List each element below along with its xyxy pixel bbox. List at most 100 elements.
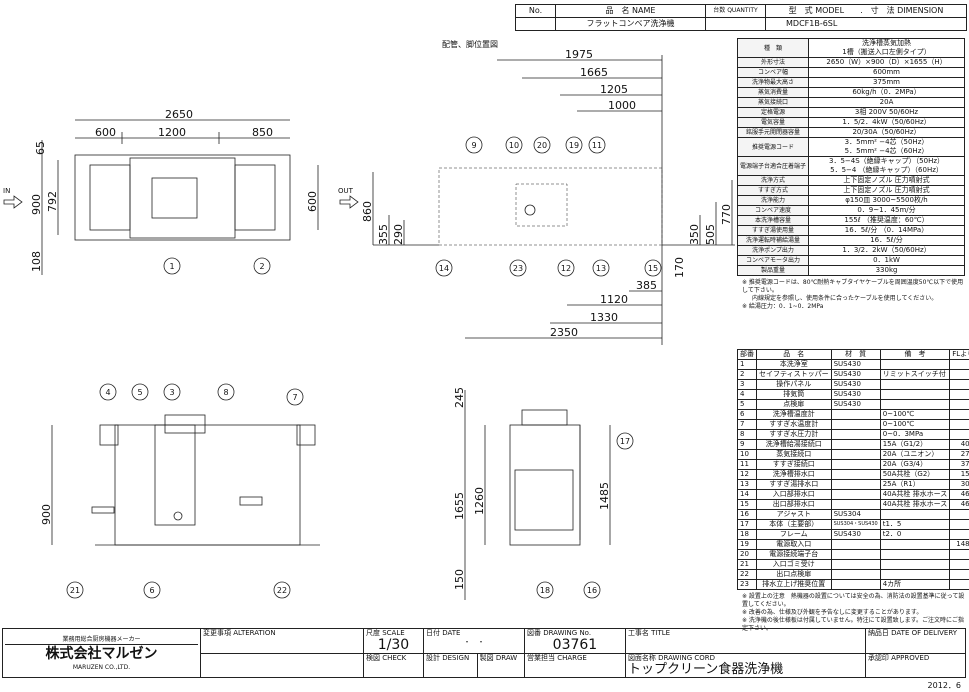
drawing-name: トップクリーン食器洗浄機 xyxy=(627,662,784,677)
spec-key: 洗浄ポンプ出力 xyxy=(736,245,810,256)
part-fl-height: 300 xyxy=(949,479,969,490)
part-material xyxy=(830,439,881,450)
spec-key: 洗浄運転時補給湯量 xyxy=(736,235,810,246)
dim-text: 1655 xyxy=(453,492,466,520)
part-material: SUS430 xyxy=(830,379,881,390)
spec-key: コンベア速度 xyxy=(736,205,810,216)
part-no: 23 xyxy=(737,579,757,590)
part-remark: 25A（R1） xyxy=(879,479,951,490)
side-view: 245 1655 1260 150 1485 xyxy=(453,387,611,600)
parts-table: 部番品 名材 質備 考FLより1本洗浄室SUS4302セイフティストッパーSUS… xyxy=(737,349,969,590)
spec-key: 蒸気接続口 xyxy=(736,97,810,108)
spec-key: 電気容量 xyxy=(736,117,810,128)
part-no: 20 xyxy=(737,549,757,560)
dim-text: 150 xyxy=(453,569,466,590)
spec-value: 1．3/2．2kW（50/60Hz） xyxy=(808,245,965,256)
part-remark xyxy=(879,559,951,570)
bubble-circle xyxy=(644,259,662,277)
part-remark: 4カ所 xyxy=(879,579,951,590)
spec-key: 本洗浄槽容量 xyxy=(736,215,810,226)
parts-header: 備 考 xyxy=(879,349,951,360)
part-fl-height xyxy=(949,579,969,590)
part-material: SUS304・SUS430 xyxy=(830,519,881,530)
part-no: 13 xyxy=(737,479,757,490)
part-name: 洗浄槽排水口 xyxy=(756,469,832,480)
part-fl-height xyxy=(949,559,969,570)
part-fl-height: 460 xyxy=(949,489,969,500)
part-no: 5 xyxy=(737,399,757,410)
model-label: 型 式 MODEL . 寸 法 DIMENSION xyxy=(765,4,967,18)
company-en: MARUZEN CO.,LTD. xyxy=(72,663,131,671)
bubble-circle xyxy=(565,136,583,154)
spec-value: 330kg xyxy=(808,265,965,276)
part-fl-height xyxy=(949,519,969,530)
part-fl-height xyxy=(949,429,969,440)
part-bubble: 15 xyxy=(648,264,658,273)
check-label: 検図 CHECK xyxy=(363,653,424,678)
part-material xyxy=(830,559,881,570)
part-no: 3 xyxy=(737,379,757,390)
part-material xyxy=(830,489,881,500)
part-no: 21 xyxy=(737,559,757,570)
part-bubble: 23 xyxy=(513,264,523,273)
alteration-row xyxy=(200,653,364,678)
part-no: 15 xyxy=(737,499,757,510)
drawing-no: 03761 xyxy=(552,637,598,653)
part-bubble: 6 xyxy=(149,586,154,595)
part-bubble: 20 xyxy=(537,141,547,150)
part-remark xyxy=(879,379,951,390)
part-name: 出口部排水口 xyxy=(756,499,832,510)
parts-header: FLより xyxy=(949,349,969,360)
part-material xyxy=(830,499,881,510)
part-remark xyxy=(879,389,951,400)
part-name: 本体（主要部） xyxy=(756,519,832,530)
part-material xyxy=(830,459,881,470)
part-no: 2 xyxy=(737,369,757,380)
parts-header: 品 名 xyxy=(756,349,832,360)
part-fl-height xyxy=(949,549,969,560)
spec-key: 外形寸法 xyxy=(736,57,810,68)
part-remark: t1．5 xyxy=(879,519,951,530)
part-material: SUS430 xyxy=(830,359,881,370)
spec-value: 16．5ℓ/分 xyxy=(808,235,965,246)
title-block: 業務用総合厨房機器メーカー 株式会社マルゼン MARUZEN CO.,LTD. … xyxy=(2,628,967,678)
part-no: 19 xyxy=(737,539,757,550)
part-remark xyxy=(879,549,951,560)
spec-value: 1．5/2．4kW（50/60Hz） xyxy=(808,117,965,128)
part-bubble: 11 xyxy=(592,141,602,150)
part-fl-height xyxy=(949,409,969,420)
spec-row: すすぎ方式上下固定ノズル 圧力噴射式 xyxy=(736,185,965,196)
spec-value: 60kg/h（0．2MPa） xyxy=(808,87,965,98)
part-remark: 15A（G1/2） xyxy=(879,439,951,450)
spec-notes: ※ 推奨電源コードは、80℃耐熱キャブタイヤケーブルを周囲温度50℃以下で使用し… xyxy=(737,279,965,311)
scale-value: 1/30 xyxy=(377,637,410,653)
spec-value: 洗浄槽蒸気加熱 1槽（搬送入口左側タイプ） xyxy=(808,38,965,58)
part-no: 18 xyxy=(737,529,757,540)
spec-value: 2650（W）×900（D）×1655（H） xyxy=(808,57,965,68)
parts-note: ※ 改善の為、仕様及び外観を予告なしに変更することがあります。 xyxy=(742,609,923,616)
part-bubble: 16 xyxy=(587,586,597,595)
part-material xyxy=(830,539,881,550)
bubble-circle xyxy=(435,259,453,277)
date-cell: 日付 DATE・ ・ xyxy=(423,628,525,654)
spec-value: 上下固定ノズル 圧力噴射式 xyxy=(808,175,965,186)
part-no: 7 xyxy=(737,419,757,430)
maker-caption: 業務用総合厨房機器メーカー xyxy=(5,635,198,645)
dim-text: 385 xyxy=(636,279,657,292)
part-bubble: 4 xyxy=(105,388,110,397)
part-name: 本洗浄室 xyxy=(756,359,832,370)
part-fl-height xyxy=(949,359,969,370)
spec-key: すすぎ方式 xyxy=(736,185,810,196)
